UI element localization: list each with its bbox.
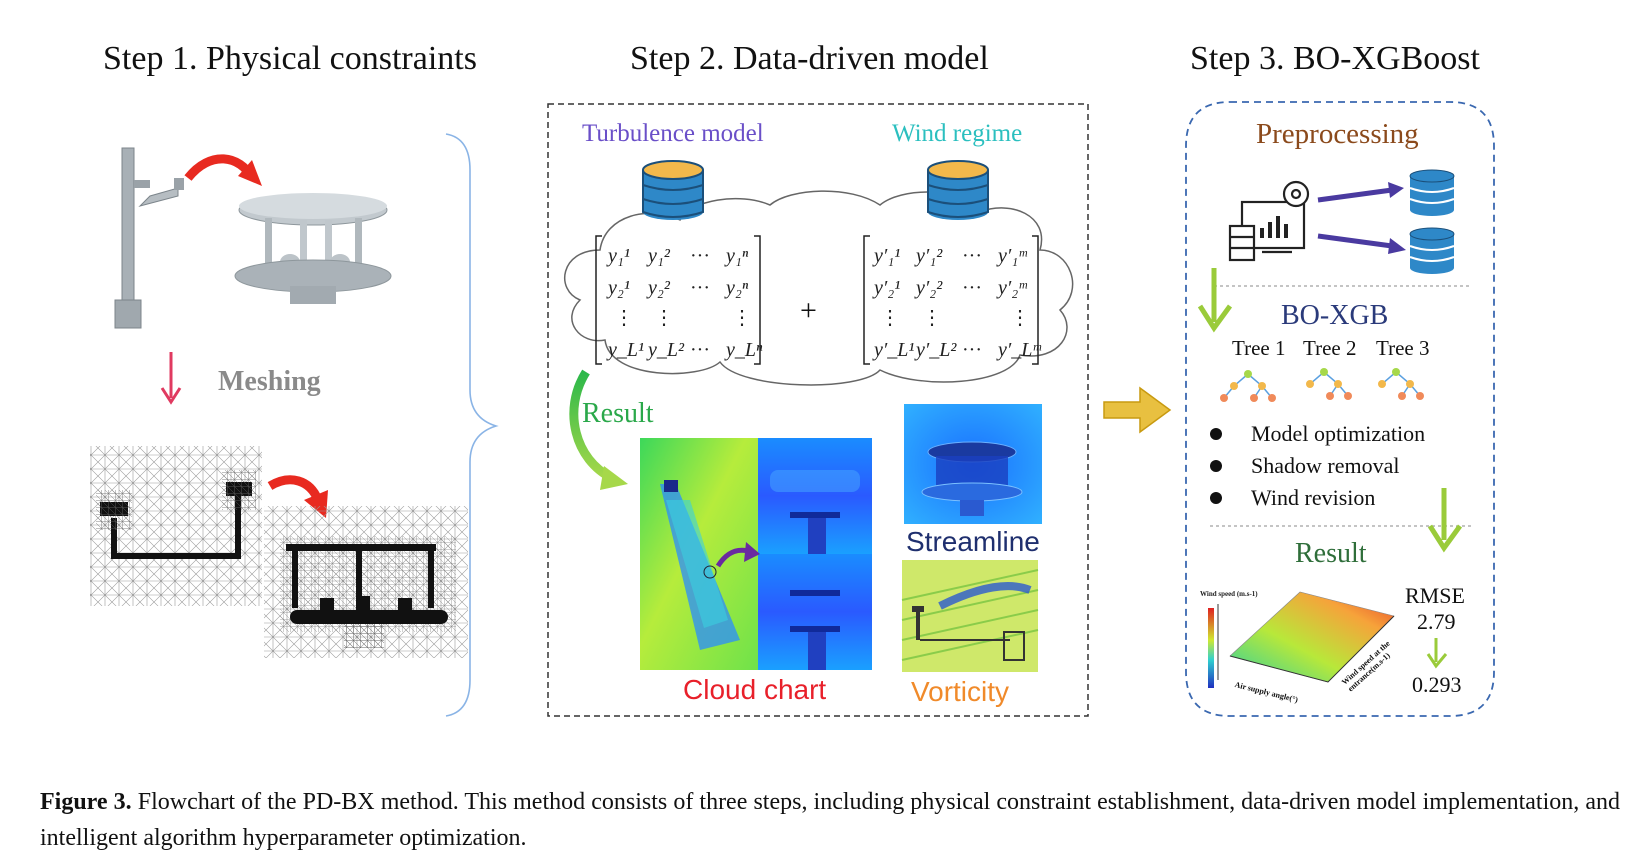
vorticity-label: Vorticity xyxy=(911,676,1010,707)
step-arrow-yellow xyxy=(1103,386,1172,434)
bullet-model-optimization: Model optimization xyxy=(1251,421,1426,446)
streamline-image xyxy=(904,404,1042,524)
figure-label: Figure 3. xyxy=(40,789,132,815)
svg-text:⋮: ⋮ xyxy=(1010,307,1030,329)
svg-text:y′₂¹: y′₂¹ xyxy=(872,277,900,299)
svg-text:⋮: ⋮ xyxy=(614,307,634,329)
svg-text:⋮: ⋮ xyxy=(880,307,900,329)
svg-text:y′₁¹: y′₁¹ xyxy=(872,245,900,267)
cloud-chart-image xyxy=(640,438,872,670)
step2-dashed-box xyxy=(547,103,1089,717)
svg-text:y₁²: y₁² xyxy=(646,245,671,267)
svg-text:y₁ⁿ: y₁ⁿ xyxy=(724,245,749,267)
sensor-pole xyxy=(114,147,184,329)
step3-dashed-box xyxy=(1185,101,1495,717)
bullet-dot-2 xyxy=(1210,460,1222,472)
green-down-arrow-2 xyxy=(1427,488,1463,553)
green-down-arrow-3 xyxy=(1426,638,1448,669)
preprocessing-icon xyxy=(1228,180,1310,262)
svg-text:y′₁ᵐ: y′₁ᵐ xyxy=(996,245,1027,267)
anemometer-render xyxy=(234,193,392,304)
figure-caption-text: Flowchart of the PD-BX method. This meth… xyxy=(40,789,1620,851)
boxgb-label: BO-XGB xyxy=(1281,300,1389,331)
svg-text:y_Lⁿ: y_Lⁿ xyxy=(724,339,763,361)
meshing-label: Meshing xyxy=(218,366,321,397)
svg-text:y₂¹: y₂¹ xyxy=(606,277,630,299)
svg-text:y′₂ᵐ: y′₂ᵐ xyxy=(996,277,1027,299)
step1-title: Step 1. Physical constraints xyxy=(103,40,477,77)
figure-caption: Figure 3. Flowchart of the PD-BX method.… xyxy=(40,784,1620,856)
turbulence-model-label: Turbulence model xyxy=(582,120,764,147)
svg-text:y′_Lᵐ: y′_Lᵐ xyxy=(996,339,1041,361)
svg-text:⋮: ⋮ xyxy=(732,307,752,329)
tree-1-label: Tree 1 xyxy=(1232,336,1286,360)
database-icon-1 xyxy=(1409,169,1455,216)
vorticity-image xyxy=(901,560,1039,672)
database-icon-wind-regime xyxy=(927,160,989,220)
matrix-left-brackets xyxy=(595,235,761,365)
purple-arrow-2 xyxy=(1317,233,1393,249)
svg-text:y₂²: y₂² xyxy=(646,277,671,299)
bullet-wind-revision: Wind revision xyxy=(1251,485,1376,510)
green-down-arrow-1 xyxy=(1197,268,1233,333)
red-arrow-bottom xyxy=(267,475,323,502)
bullet-shadow-removal: Shadow removal xyxy=(1251,453,1400,478)
svg-text:···: ··· xyxy=(690,245,710,267)
database-icon-2 xyxy=(1409,227,1455,274)
surface-chart: Wind speed (m.s-1) xyxy=(1200,590,1395,688)
step1-brace xyxy=(445,133,499,717)
rmse-before-value: 2.79 xyxy=(1417,609,1456,634)
svg-text:y₂ⁿ: y₂ⁿ xyxy=(724,277,749,299)
purple-arrow-1 xyxy=(1317,187,1393,203)
svg-text:⋮: ⋮ xyxy=(922,307,942,329)
plus-sign: + xyxy=(800,294,817,327)
svg-text:···: ··· xyxy=(962,339,982,361)
mesh-render-left xyxy=(90,446,262,606)
svg-text:···: ··· xyxy=(962,277,982,299)
streamline-label: Streamline xyxy=(906,526,1040,557)
cloud-shape xyxy=(564,190,1074,386)
result-curved-arrow xyxy=(569,369,615,483)
tree-2-label: Tree 2 xyxy=(1303,336,1357,360)
matrix-right-brackets xyxy=(863,235,1039,365)
svg-text:···: ··· xyxy=(962,245,982,267)
svg-text:···: ··· xyxy=(690,277,710,299)
step2-title: Step 2. Data-driven model xyxy=(630,40,989,77)
rmse-label: RMSE xyxy=(1405,583,1465,608)
svg-text:⋮: ⋮ xyxy=(654,307,674,329)
cloud-chart-label: Cloud chart xyxy=(683,674,827,705)
wind-regime-label: Wind regime xyxy=(892,120,1023,147)
result-label-step2: Result xyxy=(582,398,654,429)
result-label-step3: Result xyxy=(1295,538,1367,569)
preprocessing-label: Preprocessing xyxy=(1256,118,1419,150)
step3-title: Step 3. BO-XGBoost xyxy=(1190,40,1480,77)
svg-text:y_L¹: y_L¹ xyxy=(606,339,644,361)
tree-3-label: Tree 3 xyxy=(1376,336,1430,360)
svg-text:y′₂²: y′₂² xyxy=(914,277,943,299)
chart-zlabel: Wind speed (m.s-1) xyxy=(1200,590,1258,598)
matrix-right: y′₁¹ y′₁² ··· y′₁ᵐ y′₂¹ y′₂² ··· y′₂ᵐ ⋮ ⋮ ⋮ y′_L… xyxy=(872,245,1041,361)
mesh-render-right xyxy=(264,506,468,658)
rmse-after-value: 0.293 xyxy=(1412,672,1462,697)
bullet-dot-1 xyxy=(1210,428,1222,440)
database-icon-turbulence xyxy=(642,160,704,220)
svg-text:···: ··· xyxy=(690,339,710,361)
svg-text:y′_L¹: y′_L¹ xyxy=(872,339,914,361)
svg-text:y′₁²: y′₁² xyxy=(914,245,943,267)
svg-text:y_L²: y_L² xyxy=(646,339,685,361)
tree-diagrams xyxy=(1220,368,1424,402)
svg-text:y′_L²: y′_L² xyxy=(914,339,957,361)
svg-text:y₁¹: y₁¹ xyxy=(606,245,630,267)
bullet-dot-3 xyxy=(1210,492,1222,504)
